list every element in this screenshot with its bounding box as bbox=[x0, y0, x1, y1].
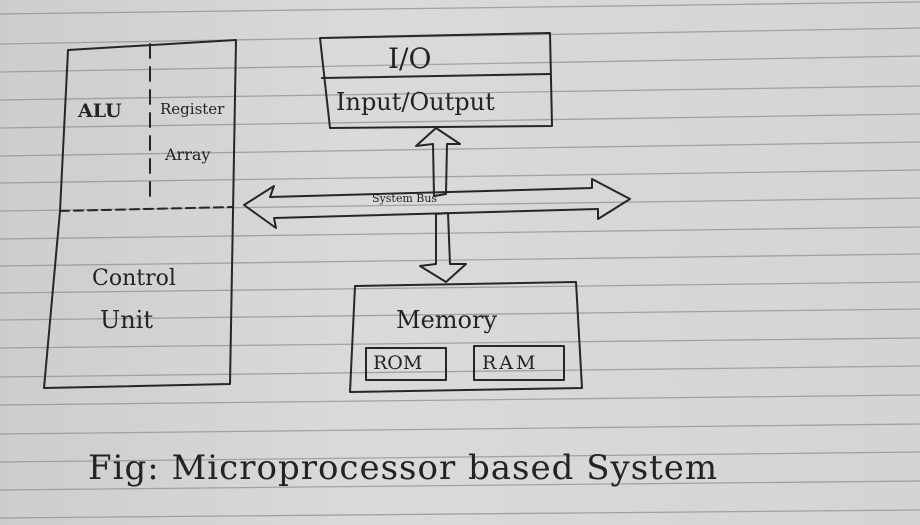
cpu-divider bbox=[59, 206, 234, 212]
io-block bbox=[319, 32, 553, 129]
memory-block bbox=[349, 281, 583, 393]
control-label: Control bbox=[92, 266, 176, 291]
io-divider bbox=[321, 73, 551, 79]
system-bus-arrow bbox=[243, 178, 631, 229]
ram-label: RAM bbox=[482, 352, 539, 374]
memory-bus-arrow bbox=[419, 212, 467, 283]
rom-box bbox=[365, 347, 447, 381]
unit-label: Unit bbox=[100, 306, 154, 334]
register-label: Register bbox=[160, 100, 225, 118]
rom-label: ROM bbox=[373, 352, 423, 374]
memory-title: Memory bbox=[396, 306, 498, 334]
io-subtitle: Input/Output bbox=[336, 88, 495, 116]
io-bus-arrow bbox=[415, 127, 461, 197]
cpu-block bbox=[43, 39, 237, 389]
system-bus-label: System Bus bbox=[372, 192, 438, 205]
alu-label: ALU bbox=[78, 100, 122, 122]
array-label: Array bbox=[165, 145, 211, 164]
ram-box bbox=[473, 345, 565, 381]
io-title: I/O bbox=[388, 42, 432, 75]
figure-caption: Fig: Microprocessor based System bbox=[88, 448, 719, 488]
